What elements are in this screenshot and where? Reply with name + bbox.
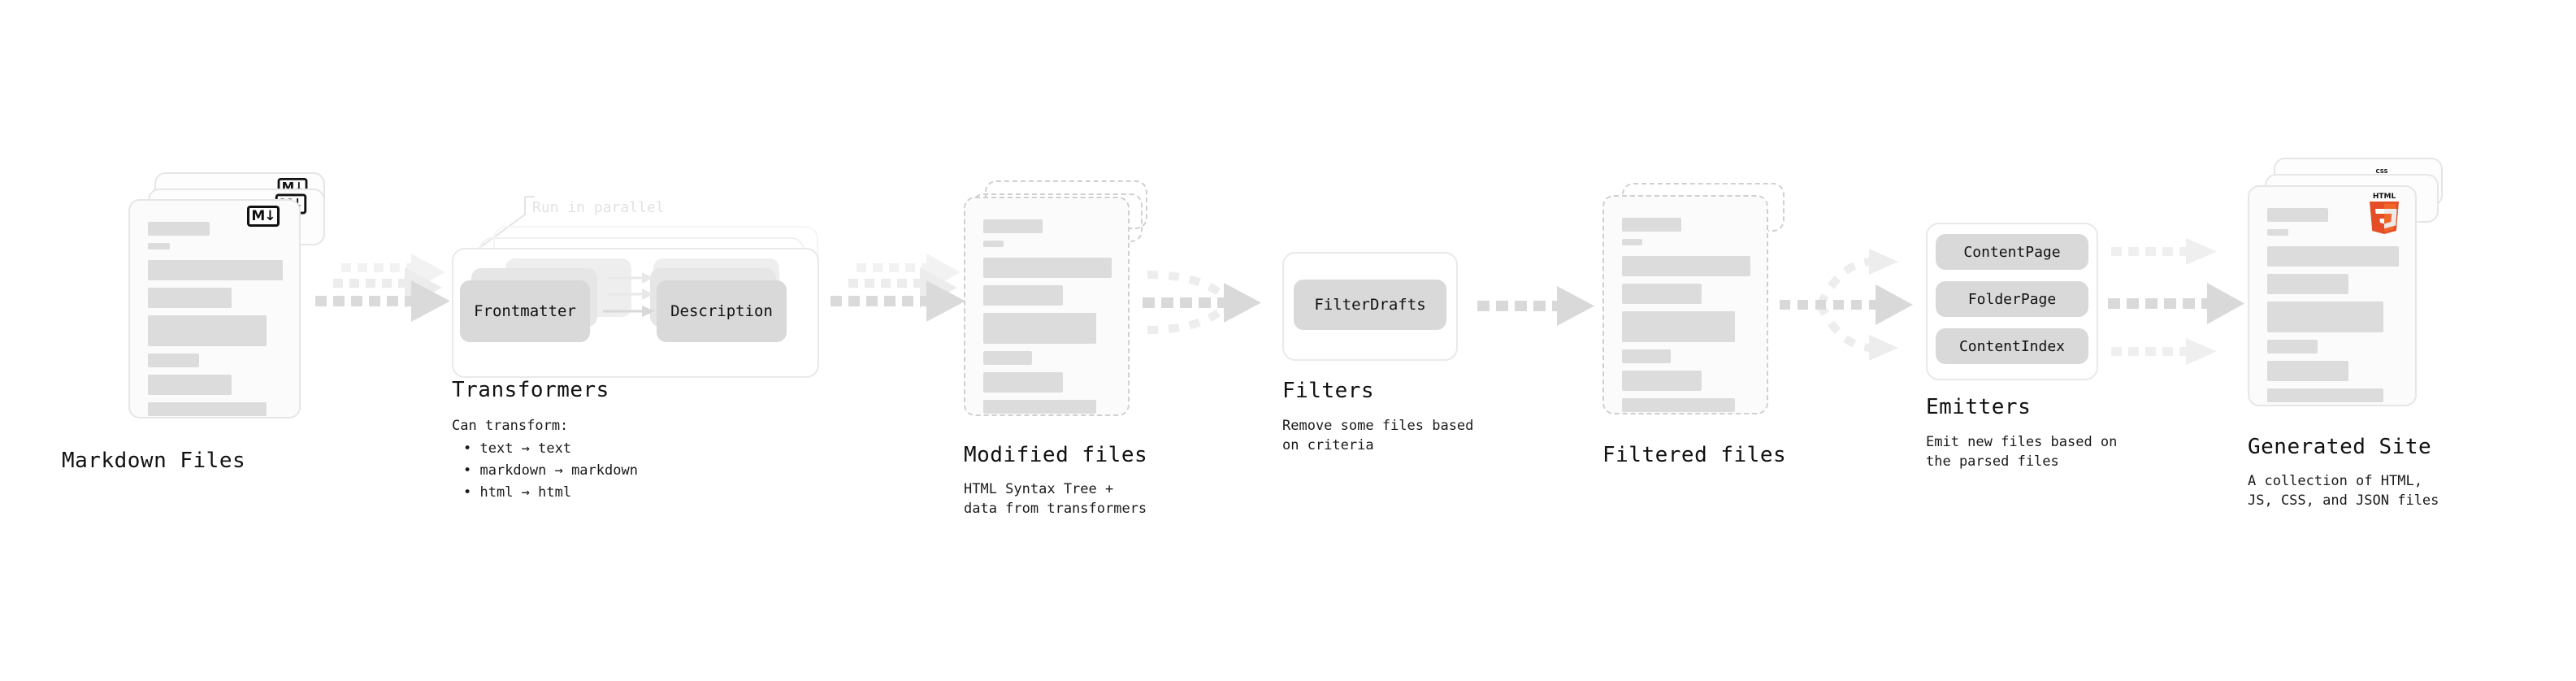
markdown-files-title: Markdown Files	[62, 449, 246, 473]
arrow-markdown-to-transformers	[315, 254, 450, 322]
transformer-pill-frontmatter[interactable]: Frontmatter	[460, 280, 590, 342]
markdown-badge: M↓	[247, 206, 280, 227]
generated-site-subtitle: A collection of HTML, JS, CSS, and JSON …	[2248, 473, 2439, 509]
filtered-placeholder-lines	[1622, 218, 1750, 419]
emitter-pill-folderpage[interactable]: FolderPage	[1936, 281, 2088, 317]
generated-site-title: Generated Site	[2248, 435, 2432, 459]
transformers-bullet-1-text: markdown → markdown	[479, 462, 638, 479]
run-in-parallel-label: Run in parallel	[532, 199, 665, 216]
transformers-subtitle: Can transform:	[452, 418, 569, 434]
transformer-inner-arrows	[603, 272, 655, 317]
transformers-title: Transformers	[452, 378, 609, 402]
emitters-title: Emitters	[1926, 395, 2032, 419]
transformers-bullet-2: • html → html	[463, 484, 572, 501]
css3-badge-label: CSS	[2375, 168, 2388, 175]
emitter-pill-contentpage[interactable]: ContentPage	[1936, 234, 2088, 270]
filtered-files-title: Filtered files	[1602, 443, 1787, 467]
filtered-card-front	[1602, 195, 1768, 414]
modified-files-subtitle: HTML Syntax Tree + data from transformer…	[964, 481, 1147, 517]
markdown-placeholder-lines	[148, 222, 283, 423]
filters-title: Filters	[1282, 379, 1375, 403]
arrow-emitters-to-site	[2108, 238, 2244, 365]
site-placeholder-lines	[2267, 208, 2399, 410]
emitters-subtitle: Emit new files based on the parsed files	[1926, 434, 2118, 470]
svg-text:HTML: HTML	[2373, 193, 2396, 201]
modified-card-front	[964, 197, 1130, 416]
markdown-card-front	[128, 199, 301, 419]
arrow-modified-to-filters	[1143, 271, 1261, 334]
arrow-filters-to-filtered	[1477, 286, 1594, 326]
transformers-bullet-2-text: html → html	[479, 484, 572, 501]
filter-pill-filterdrafts[interactable]: FilterDrafts	[1294, 280, 1446, 330]
arrow-transformers-to-modified	[830, 254, 965, 322]
arrow-filtered-to-emitters	[1780, 249, 1913, 361]
html5-badge: HTML	[2370, 193, 2399, 234]
transformers-bullet-0: • text → text	[463, 440, 572, 457]
filters-subtitle: Remove some files based on criteria	[1282, 418, 1474, 453]
emitter-pill-contentindex[interactable]: ContentIndex	[1936, 328, 2088, 364]
transformers-bullet-0-text: text → text	[479, 440, 572, 457]
modified-placeholder-lines	[983, 219, 1112, 421]
transformer-pill-description[interactable]: Description	[657, 280, 787, 342]
transformers-bullet-1: • markdown → markdown	[463, 462, 638, 479]
modified-files-title: Modified files	[964, 443, 1148, 467]
